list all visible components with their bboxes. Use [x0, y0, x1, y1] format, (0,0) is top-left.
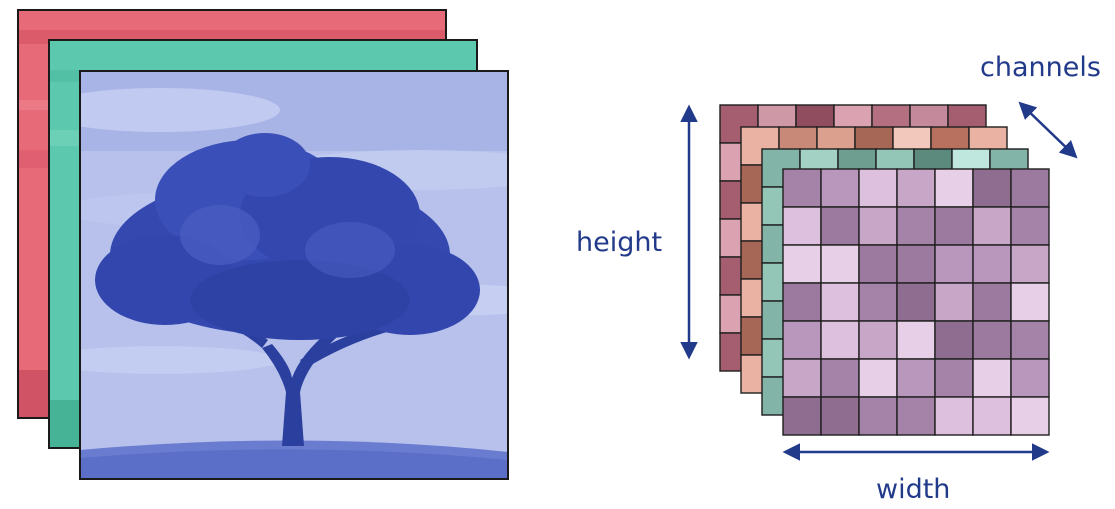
tree [95, 133, 480, 446]
grid-cell [972, 396, 1012, 436]
grid-cell [820, 168, 860, 208]
grid-cell [782, 168, 822, 208]
grid-cell [934, 244, 974, 284]
grid-cell [782, 358, 822, 398]
grid-cell [858, 282, 898, 322]
grid-cell [934, 168, 974, 208]
grid-cell [972, 244, 1012, 284]
grid-cell [820, 282, 860, 322]
grid-cell [972, 206, 1012, 246]
grid-cell [934, 320, 974, 360]
grid-cell [972, 168, 1012, 208]
grid-cell [1010, 244, 1050, 284]
grid-cell [820, 320, 860, 360]
grid-cell [896, 396, 936, 436]
grid-cell [858, 320, 898, 360]
grid-cell [1010, 206, 1050, 246]
grid-cell [1010, 320, 1050, 360]
tensor-grid-stack [719, 104, 1050, 436]
width-label: width [876, 474, 950, 505]
grid-cell [896, 244, 936, 284]
grid-cell [1010, 168, 1050, 208]
height-label: height [576, 227, 662, 258]
grid-cell [972, 358, 1012, 398]
grid-cell [1010, 282, 1050, 322]
grid-cell [934, 396, 974, 436]
blue-channel-image [79, 70, 509, 480]
grid-cell [858, 244, 898, 284]
grid-cell [934, 358, 974, 398]
grid-cell [782, 282, 822, 322]
grid-cell [896, 320, 936, 360]
channels-label: channels [980, 52, 1101, 83]
grid-cell [934, 206, 974, 246]
grid-cell [896, 168, 936, 208]
grid-cell [820, 358, 860, 398]
grid-cell [1010, 396, 1050, 436]
grid-cell [972, 282, 1012, 322]
grid-cell [896, 282, 936, 322]
channel-layer-front [782, 168, 1050, 436]
grid-cell [972, 320, 1012, 360]
grid-cell [896, 358, 936, 398]
channels-arrow [1018, 101, 1078, 159]
grid-cell [858, 396, 898, 436]
grid-cell [896, 206, 936, 246]
grid-cell [782, 396, 822, 436]
grid-cell [820, 244, 860, 284]
grid-cell [1010, 358, 1050, 398]
grid-cell [782, 206, 822, 246]
grid-cell [820, 396, 860, 436]
grid-cell [858, 206, 898, 246]
grid-cell [782, 244, 822, 284]
grid-cell [934, 282, 974, 322]
grid-cell [858, 358, 898, 398]
grid-cell [782, 320, 822, 360]
grid-cell [820, 206, 860, 246]
grid-cell [858, 168, 898, 208]
